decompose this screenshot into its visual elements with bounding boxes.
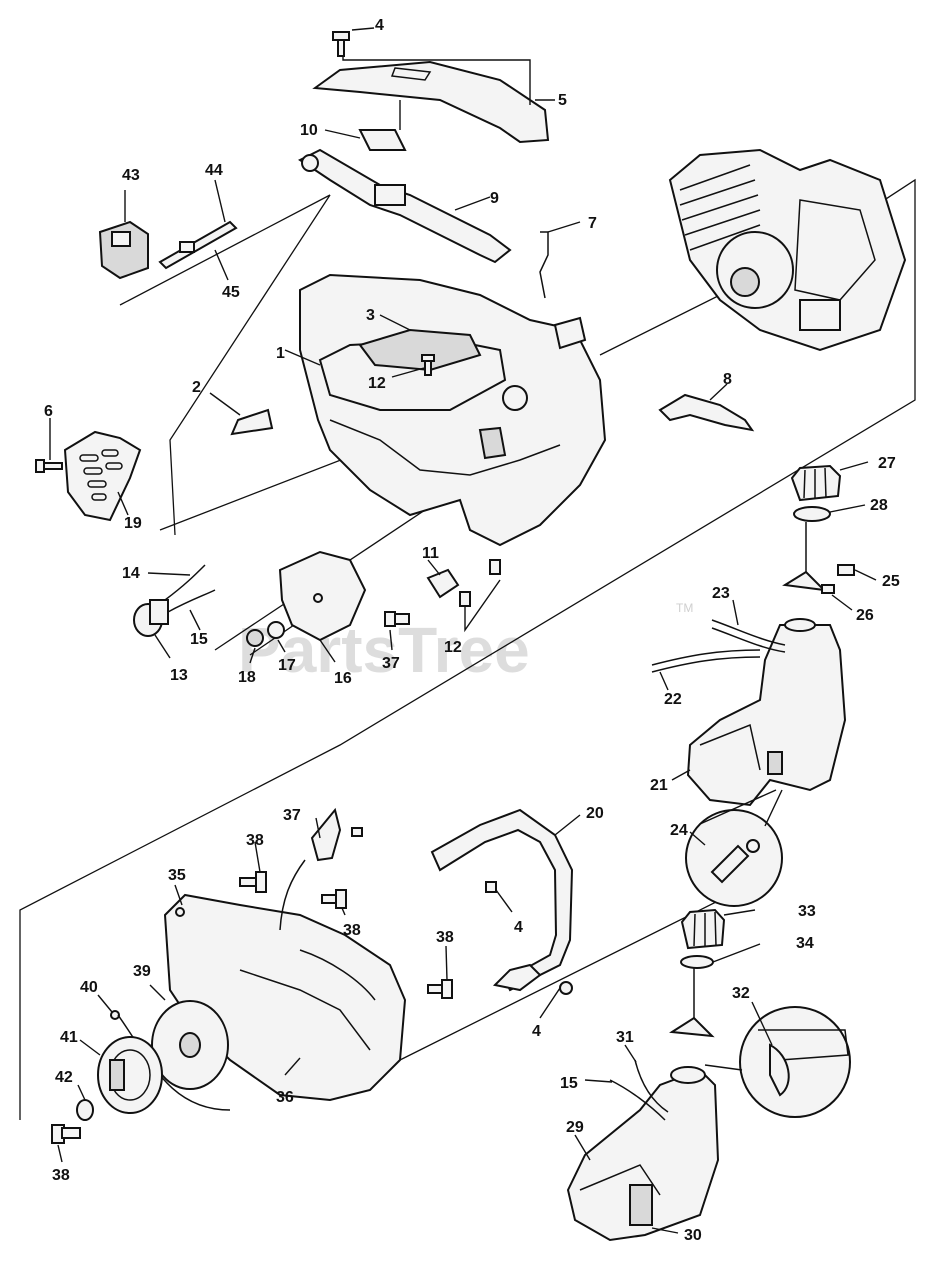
callout-35: 35 bbox=[168, 867, 186, 884]
callout-37-upper: 37 bbox=[382, 655, 400, 672]
filter-28 bbox=[793, 506, 831, 522]
callout-12-upper: 12 bbox=[368, 375, 386, 392]
callout-14: 14 bbox=[122, 565, 140, 582]
callout-40: 40 bbox=[80, 979, 98, 996]
front-handle-bar bbox=[430, 808, 574, 992]
callout-38-d: 38 bbox=[52, 1167, 70, 1184]
washer-17 bbox=[267, 621, 285, 639]
callout-38-b: 38 bbox=[343, 922, 361, 939]
callout-5: 5 bbox=[558, 92, 567, 109]
callout-45: 45 bbox=[222, 284, 240, 301]
callout-44: 44 bbox=[205, 162, 223, 179]
starter-pulley-41 bbox=[97, 1036, 163, 1114]
callout-25: 25 bbox=[882, 573, 900, 590]
callout-15-upper: 15 bbox=[190, 631, 208, 648]
watermark-trademark: TM bbox=[676, 601, 693, 615]
throttle-trigger bbox=[298, 148, 512, 264]
stop-switch-rod bbox=[158, 220, 238, 270]
screw-37-upper bbox=[384, 611, 410, 627]
callout-26: 26 bbox=[856, 607, 874, 624]
callout-31: 31 bbox=[616, 1029, 634, 1046]
bolt-38-c bbox=[427, 979, 453, 999]
callout-3: 3 bbox=[366, 307, 375, 324]
handle-screw-lower bbox=[559, 981, 573, 995]
washer-42 bbox=[76, 1099, 94, 1121]
callout-36: 36 bbox=[276, 1089, 294, 1106]
nut-18 bbox=[246, 629, 264, 647]
callout-29: 29 bbox=[566, 1119, 584, 1136]
bushing-11 bbox=[426, 568, 460, 599]
fuel-cap-33 bbox=[680, 908, 726, 950]
callout-21: 21 bbox=[650, 777, 668, 794]
clip-40 bbox=[110, 1010, 231, 1111]
handle-screw bbox=[332, 31, 350, 57]
callout-38-a: 38 bbox=[246, 832, 264, 849]
callout-24: 24 bbox=[670, 822, 688, 839]
rear-handle-housing bbox=[299, 273, 607, 547]
callout-38-c: 38 bbox=[436, 929, 454, 946]
fuel-tank-29 bbox=[566, 1066, 720, 1242]
bolt-38-b bbox=[321, 889, 347, 909]
callout-16: 16 bbox=[334, 670, 352, 687]
shield-screw bbox=[35, 459, 63, 473]
callout-28: 28 bbox=[870, 497, 888, 514]
callout-15-lower: 15 bbox=[560, 1075, 578, 1092]
vent-inset-32 bbox=[704, 1006, 851, 1118]
callout-10: 10 bbox=[300, 122, 318, 139]
callout-43: 43 bbox=[122, 167, 140, 184]
callout-18: 18 bbox=[238, 669, 256, 686]
callout-labels: 4 5 10 9 7 43 44 45 3 1 12 2 8 6 19 14 1… bbox=[44, 17, 900, 1244]
callout-9: 9 bbox=[490, 190, 499, 207]
callout-7: 7 bbox=[588, 215, 597, 232]
handle-37-lower bbox=[279, 807, 363, 931]
watermark-brand: PartsTree bbox=[238, 614, 530, 686]
callout-27: 27 bbox=[878, 455, 896, 472]
primer-grommet bbox=[133, 564, 216, 637]
callout-4-mid: 4 bbox=[514, 919, 523, 936]
engine-block bbox=[668, 148, 907, 352]
callout-32: 32 bbox=[732, 985, 750, 1002]
spring-7 bbox=[539, 231, 549, 299]
callout-1: 1 bbox=[276, 345, 285, 362]
callout-17: 17 bbox=[278, 657, 296, 674]
callout-8: 8 bbox=[723, 371, 732, 388]
filter-34 bbox=[669, 955, 715, 1038]
bracket-10 bbox=[358, 129, 407, 151]
bracket-8 bbox=[658, 393, 755, 432]
callout-30: 30 bbox=[684, 1227, 702, 1244]
top-handle-cover bbox=[312, 60, 550, 144]
callout-11: 11 bbox=[422, 545, 439, 562]
callout-13: 13 bbox=[170, 667, 188, 684]
vent-assembly bbox=[782, 522, 855, 594]
muffler-shield bbox=[63, 430, 142, 522]
starter-pulley-39 bbox=[151, 1000, 229, 1090]
callout-42: 42 bbox=[55, 1069, 73, 1086]
bolt-38-d bbox=[51, 1124, 81, 1144]
callout-6: 6 bbox=[44, 403, 53, 420]
screws-12 bbox=[459, 559, 501, 607]
cover-plate bbox=[278, 550, 367, 642]
bolt-38-a bbox=[239, 871, 267, 893]
callout-19: 19 bbox=[124, 515, 142, 532]
callout-2: 2 bbox=[192, 379, 201, 396]
callout-39: 39 bbox=[133, 963, 151, 980]
handle-screw-upper bbox=[485, 881, 497, 893]
fuel-tank-21 bbox=[686, 618, 847, 807]
on-off-switch bbox=[98, 220, 149, 280]
callout-4-top: 4 bbox=[375, 17, 384, 34]
callout-12-lower: 12 bbox=[444, 639, 462, 656]
callout-22: 22 bbox=[664, 691, 682, 708]
decal-2 bbox=[230, 408, 274, 436]
callout-20: 20 bbox=[586, 805, 604, 822]
callout-41: 41 bbox=[60, 1029, 78, 1046]
callout-34: 34 bbox=[796, 935, 814, 952]
callout-33: 33 bbox=[798, 903, 816, 920]
fuel-cap-27 bbox=[790, 464, 842, 502]
callout-37-lower: 37 bbox=[283, 807, 301, 824]
callout-23: 23 bbox=[712, 585, 730, 602]
housing-screw bbox=[421, 354, 435, 376]
callout-4-lower: 4 bbox=[532, 1023, 541, 1040]
tank-filter-inset bbox=[685, 789, 783, 907]
